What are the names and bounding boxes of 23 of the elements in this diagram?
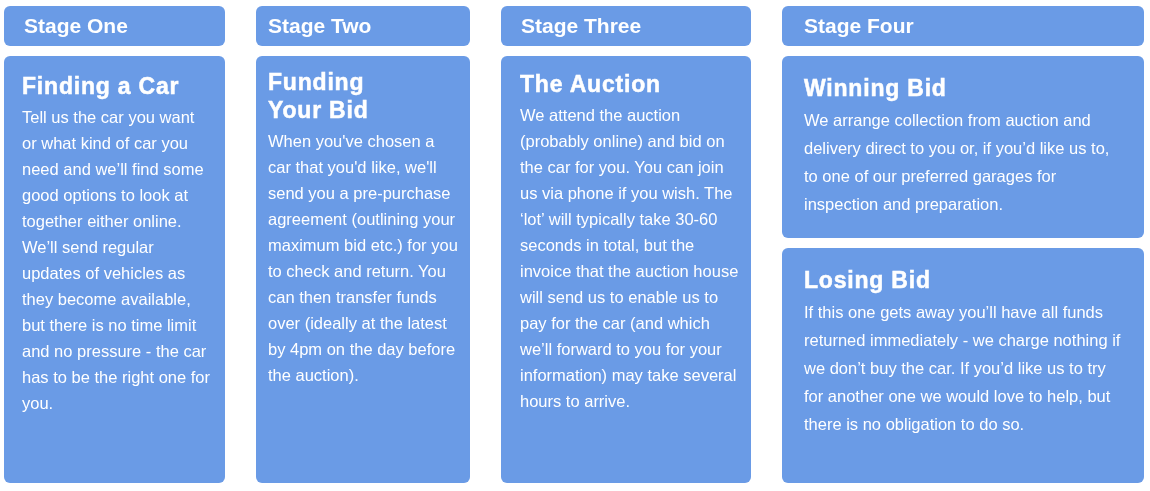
step-heading: The Auction <box>520 70 662 98</box>
step-heading: Losing Bid <box>804 266 932 294</box>
step-card <box>4 56 225 483</box>
step-heading: Winning Bid <box>804 74 948 102</box>
stage-title: Stage One <box>24 14 128 38</box>
step-heading: Finding a Car <box>22 72 181 100</box>
step-card <box>782 248 1144 483</box>
stage-panel <box>4 6 225 46</box>
step-description: When you've chosen a car that you'd like, we'll send you a pre-purchase agreement (outlining your maximum bid etc.) for you to check and return. You can then transfer funds over (ideally at the latest by 4pm on the day before the auction). <box>268 131 459 386</box>
step-description: We arrange collection from auction and delivery direct to you or, if you’d like us to, to one of our preferred garages for inspection and preparation. <box>804 110 1111 215</box>
step-description: If this one gets away you’ll have all funds returned immediately - we charge nothing if we don’t buy the car. If you’d like us to try for another one we would love to help, but there is no obligation to do so. <box>804 302 1122 435</box>
step-card <box>501 56 751 483</box>
step-card <box>256 56 470 483</box>
stage-title: Stage Two <box>268 14 372 38</box>
step-description: We attend the auction (probably online) and bid on the car for you. You can join us via phone if you wish. The ‘lot’ will typically take 30-60 seconds in total, but the invoice that the auction house will send us to enable us to pay for the car (and which we’ll forward to you for your information) may take several hours to arrive. <box>520 105 739 412</box>
stage-title: Stage Four <box>804 14 914 38</box>
stage-panel <box>782 6 1144 46</box>
step-card <box>782 56 1144 238</box>
stage-title: Stage Three <box>521 14 642 38</box>
step-description: Tell us the car you want or what kind of car you need and we’ll find some good options to look at together either online. We’ll send regular updates of vehicles as they become available, but there is no time limit and no pressure - the car has to be the right one for you. <box>22 107 211 414</box>
step-heading: Funding Your Bid <box>268 68 370 124</box>
stage-panel <box>501 6 751 46</box>
stage-panel <box>256 6 470 46</box>
